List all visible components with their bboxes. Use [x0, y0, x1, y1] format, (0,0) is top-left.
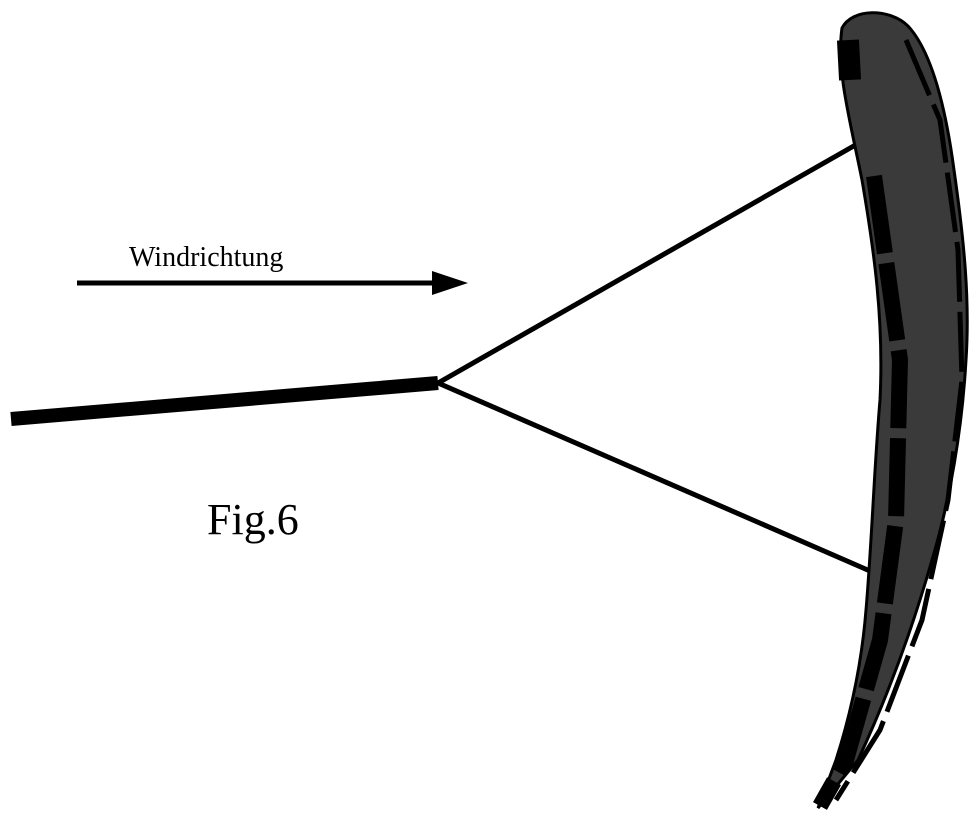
figure-caption: Fig.6 — [207, 495, 299, 544]
bridle-line-upper — [436, 136, 868, 386]
sail-front-edge — [813, 174, 909, 810]
wind-direction-label: Windrichtung — [129, 242, 283, 273]
wind-direction-arrow — [77, 271, 468, 295]
sail-top-block — [836, 39, 862, 81]
tether-line — [10, 376, 439, 426]
wind-arrow-head — [432, 271, 468, 295]
kite-sail — [813, 11, 969, 810]
sail-back-edge — [833, 39, 965, 802]
bridle-line-lower — [437, 380, 871, 574]
